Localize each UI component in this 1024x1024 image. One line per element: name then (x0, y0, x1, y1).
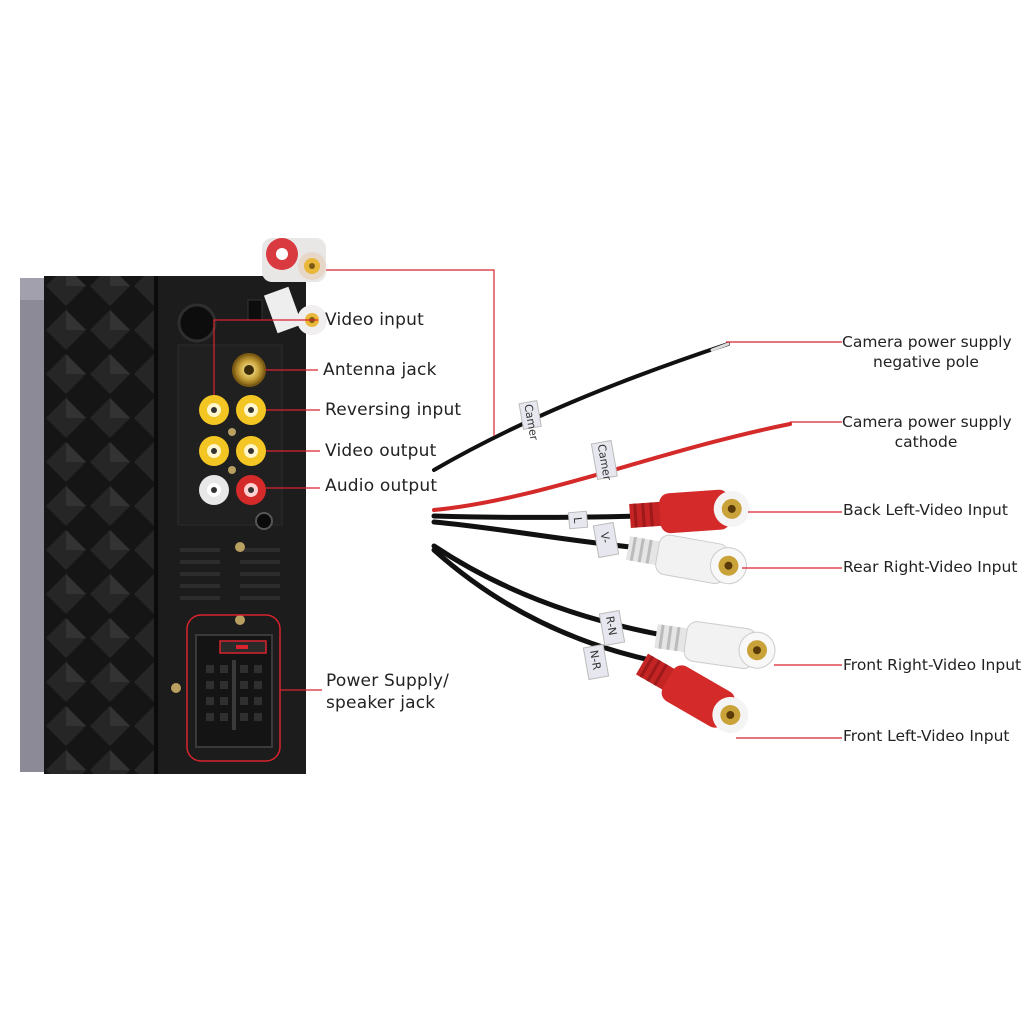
screw (228, 466, 236, 474)
label-rear-right: Rear Right-Video Input (843, 558, 1018, 576)
rca-plug-cluster (262, 238, 327, 335)
rca-red-connector (636, 653, 749, 733)
cable-tag-camera-2: Camer (595, 443, 614, 482)
label-back-left: Back Left-Video Input (843, 501, 1008, 519)
label-power-supply: Power Supply/ speaker jack (326, 670, 449, 714)
label-audio-output: Audio output (325, 476, 438, 496)
cable-tag-v: V- (598, 531, 613, 544)
label-power-supply-line2: speaker jack (326, 693, 436, 713)
black-cable (431, 543, 671, 639)
label-video-output: Video output (325, 441, 437, 461)
cable-tag-l: L (571, 516, 585, 524)
screw (235, 542, 245, 552)
rca-red-jack (236, 475, 266, 505)
black-cable (431, 547, 653, 663)
label-reversing-input: Reversing input (325, 400, 462, 420)
label-front-left: Front Left-Video Input (843, 727, 1010, 745)
rca-white-jack (199, 475, 229, 505)
cable-tag-nr: N-R (587, 649, 603, 671)
label-camera-negative-line2: negative pole (873, 353, 979, 371)
mount-hole (177, 303, 217, 343)
leader-video-input (213, 319, 318, 395)
label-camera-cathode-line1: Camera power supply (842, 413, 1012, 431)
label-camera-negative-line1: Camera power supply (842, 333, 1012, 351)
cable-tag-camera-1: Camer (521, 403, 540, 442)
leader-lines (213, 269, 842, 739)
cable-tag-rn: R-N (603, 615, 619, 636)
cable-tags: Camer Camer L V- R-N N-R (518, 400, 626, 681)
label-camera-cathode: Camera power supply cathode (842, 412, 1012, 452)
label-antenna-jack: Antenna jack (323, 360, 437, 380)
black-cable (431, 513, 643, 520)
black-wire (432, 342, 730, 472)
rca-yellow-jack (199, 436, 229, 466)
label-camera-negative: Camera power supply negative pole (842, 332, 1012, 372)
screw (171, 683, 181, 693)
rca-white-connector (654, 621, 776, 669)
label-camera-cathode-line2: cathode (894, 433, 958, 451)
rca-yellow-jack (236, 395, 266, 425)
rca-red-connector (629, 489, 750, 534)
heatsink (44, 276, 156, 774)
label-front-right: Front Right-Video Input (843, 656, 1022, 674)
head-unit (20, 238, 327, 774)
vent-slots (180, 548, 280, 600)
rca-yellow-jack (236, 436, 266, 466)
label-video-input: Video input (325, 310, 424, 330)
rca-connectors (625, 489, 776, 733)
iso-connector (186, 614, 281, 762)
mic-jack (255, 512, 273, 530)
side-panel (20, 278, 50, 772)
leader-camera-cable (326, 269, 495, 436)
rca-white-connector (625, 534, 747, 585)
screw (235, 615, 245, 625)
screw (228, 428, 236, 436)
label-power-supply-line1: Power Supply/ (326, 671, 450, 691)
rca-yellow-jack (199, 395, 229, 425)
